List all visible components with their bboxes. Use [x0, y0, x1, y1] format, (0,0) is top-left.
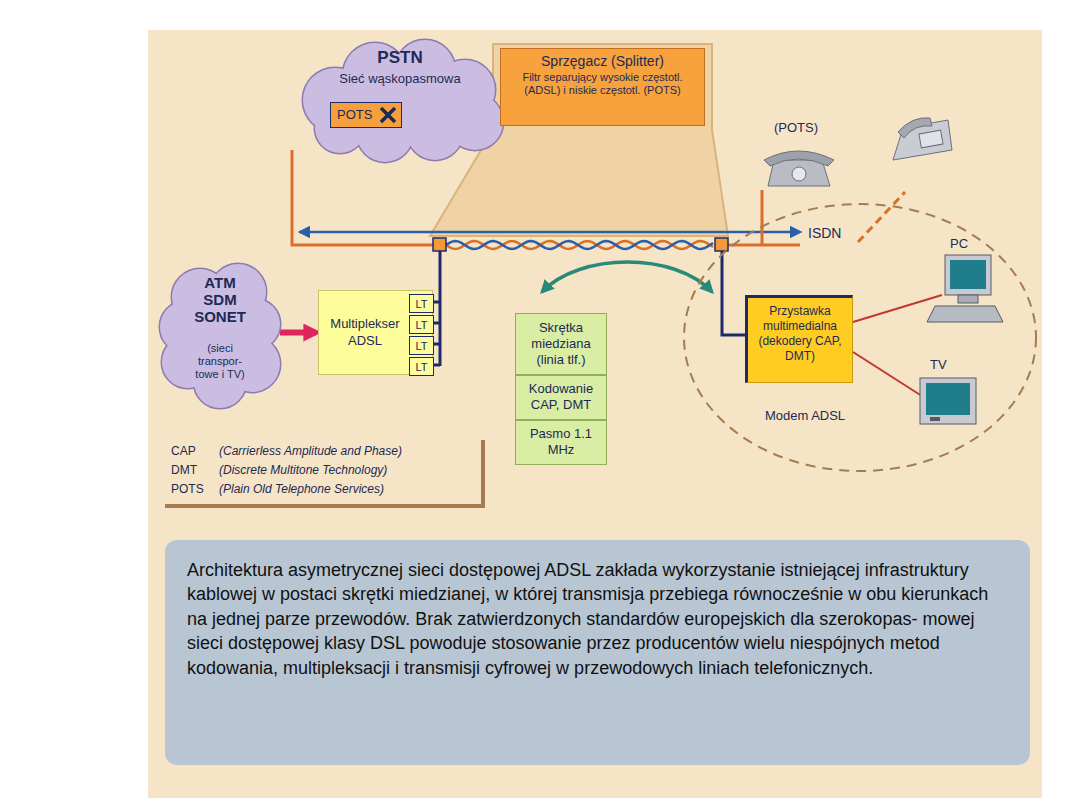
abbreviation: POTS: [171, 482, 219, 500]
node-title: ATM SDM SONET: [187, 274, 253, 325]
caption-box: Architektura asymetrycznej sieci dostępo…: [165, 540, 1030, 765]
node-title: LT: [415, 298, 427, 310]
node-title: Pasmo 1.1 MHz: [519, 426, 603, 458]
line-terminal: LT: [409, 315, 434, 334]
modem-line: [722, 251, 745, 335]
splitter-symbol: [715, 238, 728, 251]
wire: [446, 241, 713, 249]
lt-stubs: [433, 302, 440, 365]
wire: [433, 322, 440, 325]
dashed-ellipse: [680, 200, 1040, 475]
node-title: LT: [415, 319, 427, 331]
node-title: Multiplekser ADSL: [323, 315, 407, 349]
wire: [446, 241, 713, 249]
wire: [433, 301, 440, 304]
node-title: Kodowanie CAP, DMT: [519, 381, 603, 413]
line-terminal: LT: [409, 294, 434, 313]
switch-symbol: [379, 106, 397, 124]
abbreviation-legend: CAP(Carrierless Amplitude and Phase)DMT(…: [165, 440, 485, 508]
twisted-pair: [446, 241, 713, 249]
network-cloud: ATM SDM SONET (sieci transpor- towe i TV): [160, 262, 280, 412]
splitter-symbol: [433, 238, 446, 251]
isdn-telephone-icon: [893, 118, 952, 160]
duplex-arrow: [300, 231, 800, 234]
node-title: Skrętka miedziana (linia tlf.): [519, 320, 603, 368]
line-terminal: LT: [409, 336, 434, 355]
multiplexer-box: Multiplekser ADSL LT LT LT LT: [318, 290, 433, 375]
node-text: Filtr separujący wysokie częstotl. (ADSL…: [507, 71, 698, 97]
telephone-icon: [764, 151, 834, 186]
device-label: ISDN: [808, 225, 841, 241]
splitter-callout: Sprzęgacz (Splitter) Filtr separujący wys…: [500, 48, 705, 126]
node-text: Sieć wąskopasmowa: [295, 71, 505, 86]
wire: [433, 343, 440, 346]
node-title: Modem ADSL: [740, 408, 870, 423]
lt-bus: [439, 251, 442, 366]
network-cloud: PSTN Sieć wąskopasmowaPOTS: [295, 40, 505, 158]
pots-line: [728, 190, 800, 245]
line-terminal: LT: [409, 357, 434, 376]
node-title: LT: [415, 361, 427, 373]
info-box: Pasmo 1.1 MHz: [515, 420, 607, 465]
device-label: PC: [950, 236, 968, 251]
signal-arrow: [542, 262, 712, 292]
node-title: LT: [415, 340, 427, 352]
abbreviation-meaning: (Carrierless Amplitude and Phase): [219, 444, 475, 462]
tv-icon: [920, 378, 976, 424]
modem-region: Modem ADSL Przystawka multimedialna (deko…: [680, 200, 1040, 475]
info-box: Kodowanie CAP, DMT: [515, 375, 607, 420]
node-title: PSTN: [295, 48, 505, 68]
node-title: Sprzęgacz (Splitter): [507, 53, 698, 69]
caption: Architektura asymetrycznej sieci dostępo…: [187, 558, 1008, 680]
node-title: Przystawka multimedialna (dekodery CAP, …: [752, 304, 848, 364]
abbreviation: DMT: [171, 463, 219, 481]
abbreviation: CAP: [171, 444, 219, 462]
wire: [433, 364, 440, 367]
abbreviation-meaning: (Discrete Multitone Technology): [219, 463, 475, 481]
set-top-box: Przystawka multimedialna (dekodery CAP, …: [745, 295, 853, 383]
node-title: POTS: [337, 107, 401, 122]
background-panel: [148, 30, 1042, 798]
node-text: (sieci transpor- towe i TV): [189, 342, 251, 381]
isdn-line: [858, 192, 905, 242]
device-label: TV: [930, 357, 947, 372]
feed-arrow: [280, 330, 316, 336]
abbreviation-meaning: (Plain Old Telephone Services): [219, 482, 475, 500]
service-label: (POTS): [774, 120, 818, 135]
info-box: Skrętka miedziana (linia tlf.): [515, 313, 607, 375]
switch-box: POTS: [330, 102, 402, 128]
pc-icon: [927, 255, 1003, 322]
callout-frame: [430, 44, 728, 236]
